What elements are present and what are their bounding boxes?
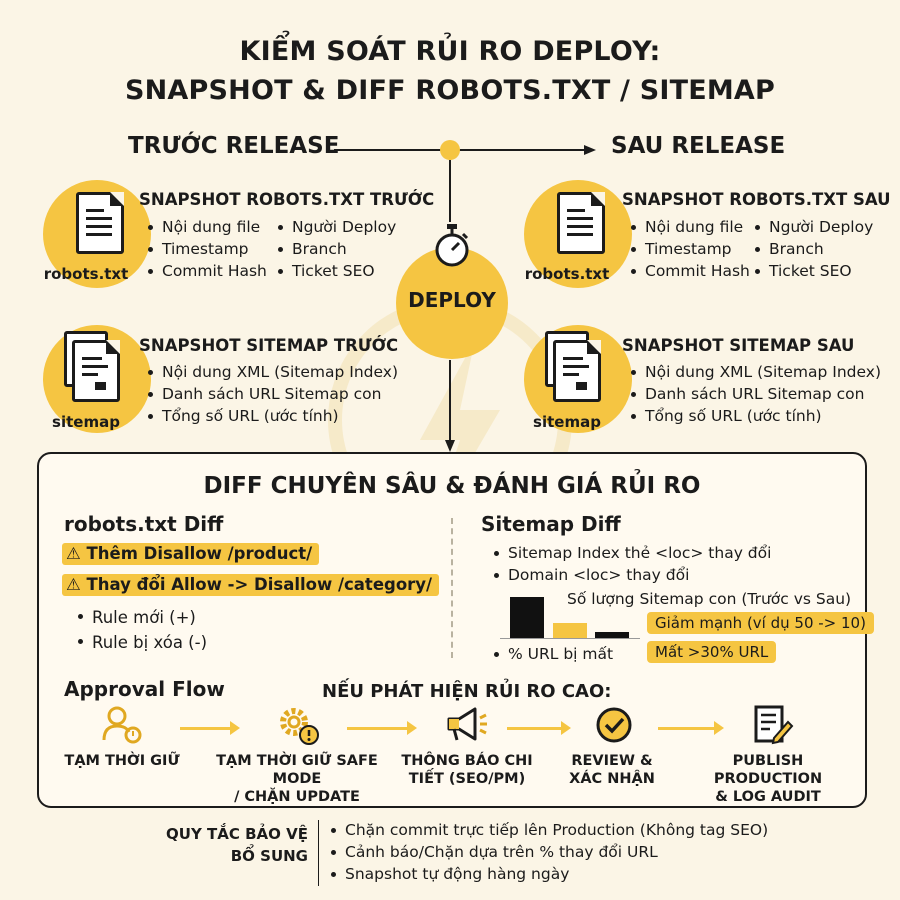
before-release-header: TRƯỚC RELEASE [128,133,340,159]
list-item: Tổng số URL (ước tính) [146,405,398,427]
list-item: Commit Hash [629,260,750,282]
deploy-connector [445,160,455,452]
lost-url-item: % URL bị mất [492,643,613,665]
list-item: Branch [753,238,873,260]
robots-after-col1: Nội dung file Timestamp Commit Hash [629,216,750,282]
lost-tag: Mất >30% URL [647,641,777,663]
user-warning-icon [102,706,142,744]
flow-arrow [658,721,724,735]
flow-arrow [347,721,417,735]
rules-title: QUY TẮC BẢO VỆ BỔ SUNG [166,825,308,865]
list-item: Domain <loc> thay đổi [492,564,771,586]
rules-divider [318,820,319,886]
robots-before-title: SNAPSHOT ROBOTS.TXT TRƯỚC [139,190,435,209]
list-item: Ticket SEO [276,260,396,282]
list-item: Branch [276,238,396,260]
deploy-label: DEPLOY [408,288,496,312]
list-item: Nội dung file [146,216,267,238]
list-item: Rule mới (+) [76,605,207,630]
robots-diff-list: Rule mới (+) Rule bị xóa (-) [76,605,207,655]
flow-step-4: REVIEW & XÁC NHẬN [569,753,655,787]
stopwatch-icon [435,224,469,267]
check-circle-icon [596,707,632,743]
robots-diff-title: robots.txt Diff [64,512,224,536]
risk-title: NẾU PHÁT HIỆN RỦI RO CAO: [322,681,612,702]
list-item: Danh sách URL Sitemap con [629,383,881,405]
sitemap-before-title: SNAPSHOT SITEMAP TRƯỚC [139,336,399,355]
list-item: Nội dung XML (Sitemap Index) [146,361,398,383]
page-title-line2: SNAPSHOT & DIFF ROBOTS.TXT / SITEMAP [124,75,776,106]
list-item: Cảnh báo/Chặn dựa trên % thay đổi URL [329,841,768,863]
robots-after-col2: Người Deploy Branch Ticket SEO [753,216,873,282]
sitemap-after-list: Nội dung XML (Sitemap Index) Danh sách U… [629,361,881,427]
list-item: Người Deploy [276,216,396,238]
rules-list: Chặn commit trực tiếp lên Production (Kh… [329,819,768,885]
sitemap-after-icon-label: sitemap [533,413,601,431]
flow-step-2: TẠM THỜI GIỮ SAFE MODE / CHẶN UPDATE [216,753,378,805]
drop-tag: Giảm mạnh (ví dụ 50 -> 10) [647,612,874,634]
list-item: Rule bị xóa (-) [76,630,207,655]
list-item: % URL bị mất [492,643,613,665]
list-item: Ticket SEO [753,260,873,282]
sitemap-diff-title: Sitemap Diff [481,512,621,536]
list-item: Commit Hash [146,260,267,282]
robots-before-col1: Nội dung file Timestamp Commit Hash [146,216,267,282]
after-release-header: SAU RELEASE [611,133,786,159]
panel-title: DIFF CHUYÊN SÂU & ĐÁNH GIÁ RỦI RO [203,473,701,499]
flow-arrow [507,721,571,735]
timeline-arrow [334,140,596,160]
page-title-line1: KIỂM SOÁT RỦI RO DEPLOY: [239,36,661,67]
sitemap-diff-list: Sitemap Index thẻ <loc> thay đổi Domain … [492,542,771,586]
list-item: Chặn commit trực tiếp lên Production (Kh… [329,819,768,841]
list-item: Người Deploy [753,216,873,238]
list-item: Tổng số URL (ước tính) [629,405,881,427]
robots-after-file-icon [557,192,605,254]
panel-divider [451,518,453,658]
list-item: Timestamp [146,238,267,260]
list-item: Sitemap Index thẻ <loc> thay đổi [492,542,771,564]
flow-step-5: PUBLISH PRODUCTION & LOG AUDIT [713,753,823,805]
list-item: Snapshot tự động hàng ngày [329,863,768,885]
robots-before-icon-label: robots.txt [43,265,129,283]
sitemap-after-title: SNAPSHOT SITEMAP SAU [622,336,855,355]
sitemap-before-list: Nội dung XML (Sitemap Index) Danh sách U… [146,361,398,427]
list-item: Nội dung XML (Sitemap Index) [629,361,881,383]
warning-badge-1: ⚠ Thêm Disallow /product/ [62,543,320,565]
list-item: Nội dung file [629,216,750,238]
flow-arrow [180,721,240,735]
megaphone-icon [447,707,487,741]
list-item: Timestamp [629,238,750,260]
list-item: Danh sách URL Sitemap con [146,383,398,405]
warning-icon: ⚠ [66,544,87,563]
robots-after-title: SNAPSHOT ROBOTS.TXT SAU [622,190,891,209]
flow-step-1: TẠM THỜI GIỮ [64,753,180,769]
sitemap-before-icon-label: sitemap [52,413,120,431]
sitemap-count-bars [500,597,640,639]
flow-step-3: THÔNG BÁO CHI TIẾT (SEO/PM) [401,753,533,787]
chart-caption: Số lượng Sitemap con (Trước vs Sau) [567,590,852,608]
robots-before-col2: Người Deploy Branch Ticket SEO [276,216,396,282]
warning-badge-2: ⚠ Thay đổi Allow -> Disallow /category/ [62,574,440,596]
sitemap-after-file-icon [553,340,601,402]
sitemap-before-file-icon [72,340,120,402]
robots-after-icon-label: robots.txt [524,265,610,283]
document-pen-icon [754,705,794,745]
gear-warning-icon [280,708,319,745]
approval-flow-title: Approval Flow [64,677,225,701]
warning-icon: ⚠ [66,575,87,594]
robots-before-file-icon [76,192,124,254]
